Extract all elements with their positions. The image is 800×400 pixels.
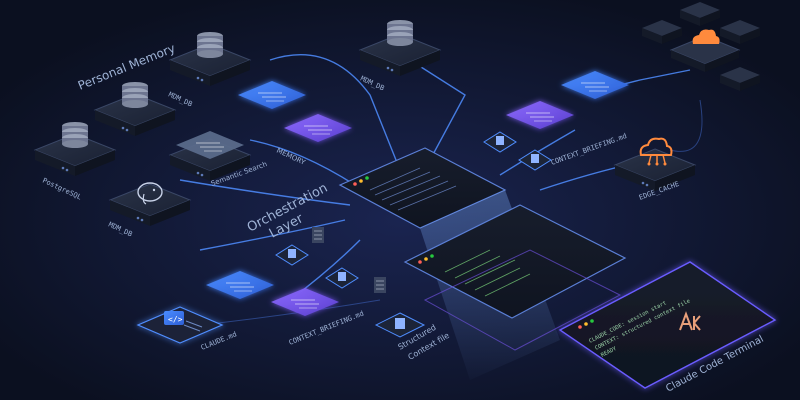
screen-outline-purple xyxy=(423,249,622,351)
document-icon xyxy=(395,318,405,329)
claude-md-node[interactable]: </> xyxy=(136,306,224,344)
orchestration-screen-top[interactable] xyxy=(338,147,507,229)
code-icon: </> xyxy=(164,311,184,325)
small-doc-node-2[interactable] xyxy=(518,149,552,171)
small-doc-node[interactable] xyxy=(483,131,517,153)
server-node-2 xyxy=(680,2,720,26)
database-icon xyxy=(197,32,223,58)
server-icon-small-2 xyxy=(374,277,386,293)
postgresql-icon xyxy=(137,182,163,205)
server-node-3 xyxy=(720,20,760,44)
small-doc-node-4[interactable] xyxy=(325,267,359,289)
database-icon xyxy=(387,20,413,46)
document-icon xyxy=(288,249,296,258)
edge-cache-node[interactable] xyxy=(614,137,696,192)
document-icon xyxy=(496,136,504,145)
server-node-1 xyxy=(642,20,682,44)
database-icon xyxy=(122,82,148,108)
cloud-icon xyxy=(692,29,720,44)
cloud-icon xyxy=(639,137,673,166)
server-icon-small xyxy=(312,227,324,243)
document-icon xyxy=(338,272,346,281)
svg-text:</>: </> xyxy=(168,315,183,324)
claude-code-terminal[interactable]: CLAUDE_CODE: session start CONTEXT: stru… xyxy=(558,261,777,389)
db-node-mdm-bottom[interactable] xyxy=(109,182,191,227)
cloud-node-top[interactable] xyxy=(669,29,741,72)
database-icon xyxy=(62,122,88,148)
server-node-4 xyxy=(720,67,760,91)
structured-context-node[interactable] xyxy=(374,312,426,338)
small-doc-node-3[interactable] xyxy=(275,244,309,266)
claude-logo-icon xyxy=(679,311,701,331)
orchestration-screen-middle[interactable] xyxy=(403,204,627,319)
document-icon xyxy=(531,154,539,163)
